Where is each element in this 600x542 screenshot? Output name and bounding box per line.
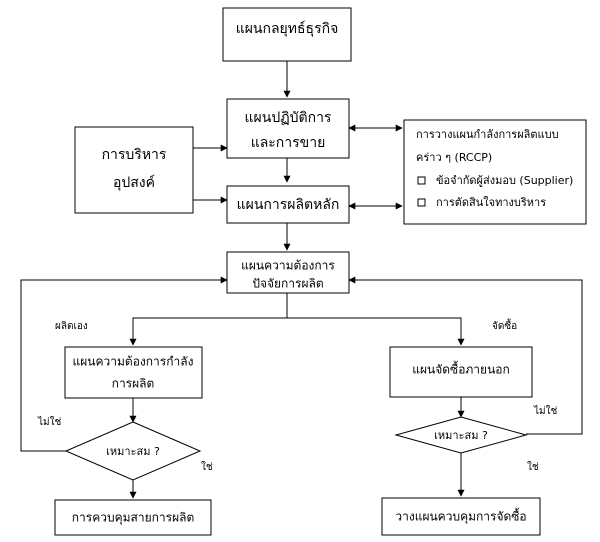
decision-fit-left: เหมาะสม ? [64, 421, 202, 481]
no-label-right: ไม่ใช่ [533, 405, 558, 417]
purchase-plan-label: แผนจัดซื้อภายนอก [412, 361, 510, 377]
box-rccp: การวางแผนกำลังการผลิตแบบ คร่าว ๆ (RCCP) … [403, 119, 587, 225]
mrp-label-line1: แผนความต้องการ [241, 259, 335, 273]
box-demand-management: การบริหาร อุปสงค์ [74, 126, 194, 214]
sop-label-line1: แผนปฏิบัติการ [245, 110, 332, 126]
rccp-label-line2: คร่าว ๆ (RCCP) [416, 151, 492, 164]
arrow-right-no-loop [348, 276, 583, 435]
sop-label-line2: และการขาย [251, 135, 326, 151]
yes-label-left: ใช่ [201, 461, 213, 473]
shop-floor-label: การควบคุมสายการผลิต [72, 511, 195, 526]
crp-label-line1: แผนความต้องการกำลัง [73, 355, 194, 369]
crp-label-line2: การผลิต [112, 377, 155, 391]
rccp-label-line1: การวางแผนกำลังการผลิตแบบ [416, 128, 559, 141]
buy-label: จัดซื้อ [492, 318, 517, 332]
checkbox-icon [417, 198, 426, 207]
box-strategic-plan: แผนกลยุทธ์ธุรกิจ [222, 7, 352, 62]
edge-labels: ผลิตเอง จัดซื้อ ไม่ใช่ ไม่ใช่ ใช่ ใช่ [37, 318, 558, 473]
decision-fit-right: เหมาะสม ? [394, 416, 528, 454]
connectors [20, 61, 583, 499]
arrow-mrp-to-crp [129, 293, 288, 346]
mrp-label-line2: ปัจจัยการผลิต [252, 277, 323, 291]
rccp-item-supplier: ข้อจำกัดผู้ส่งมอบ (Supplier) [436, 174, 573, 187]
mps-label: แผนการผลิตหลัก [237, 197, 340, 213]
box-material-requirements-plan: แผนความต้องการ ปัจจัยการผลิต [226, 251, 350, 294]
demand-label-line2: อุปสงค์ [113, 174, 155, 191]
box-external-purchase-plan: แผนจัดซื้อภายนอก [389, 346, 533, 398]
box-capacity-requirements-plan: แผนความต้องการกำลัง การผลิต [64, 346, 203, 399]
make-label: ผลิตเอง [55, 321, 88, 332]
box-purchase-control: วางแผนควบคุมการจัดซื้อ [381, 497, 541, 536]
box-sales-operations-plan: แผนปฏิบัติการ และการขาย [226, 98, 350, 159]
decision-right-label: เหมาะสม ? [434, 429, 488, 442]
demand-label-line1: การบริหาร [102, 147, 167, 163]
rccp-item-management: การตัดสินใจทางบริหาร [436, 196, 546, 209]
box-master-production-schedule: แผนการผลิตหลัก [226, 185, 350, 224]
arrow-mrp-to-purchase [287, 317, 465, 346]
no-label-left: ไม่ใช่ [37, 416, 62, 428]
arrow-left-no-loop [20, 276, 228, 452]
purchase-control-label: วางแผนควบคุมการจัดซื้อ [395, 508, 526, 525]
decision-left-label: เหมาะสม ? [106, 445, 160, 458]
checkbox-icon [417, 176, 426, 185]
strategic-plan-label: แผนกลยุทธ์ธุรกิจ [236, 20, 339, 37]
box-shop-floor-control: การควบคุมสายการผลิต [54, 499, 212, 536]
yes-label-right: ใช่ [527, 461, 539, 473]
